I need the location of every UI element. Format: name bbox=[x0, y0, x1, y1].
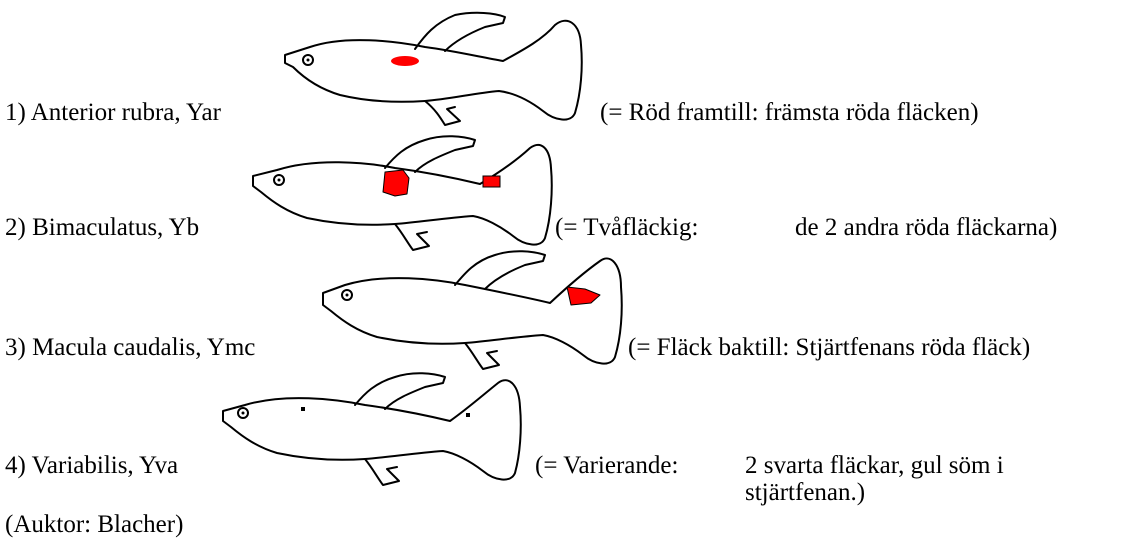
red-spot-body bbox=[383, 170, 409, 196]
black-spot-body bbox=[301, 407, 305, 411]
black-spot-tail bbox=[466, 413, 470, 417]
dorsal-fin bbox=[385, 136, 475, 172]
fish-outline bbox=[323, 259, 622, 364]
fish-anterior-rubra-icon bbox=[275, 5, 595, 135]
red-spot-caudal bbox=[567, 287, 600, 305]
dorsal-fin bbox=[415, 13, 505, 51]
fish-macula-caudalis-icon bbox=[315, 245, 635, 380]
row3-label: 3) Macula caudalis, Ymc bbox=[5, 335, 255, 360]
row2-label: 2) Bimaculatus, Yb bbox=[5, 215, 199, 240]
row1-description: (= Röd framtill: främsta röda fläcken) bbox=[600, 100, 979, 125]
fish-bimaculatus-icon bbox=[245, 128, 565, 258]
fish-outline bbox=[285, 21, 582, 120]
row4-description-prefix: (= Varierande: bbox=[535, 453, 678, 478]
row1-label: 1) Anterior rubra, Yar bbox=[5, 100, 221, 125]
dorsal-fin bbox=[355, 373, 445, 409]
footer-author: (Auktor: Blacher) bbox=[5, 512, 183, 537]
row2-description-prefix: (= Tvåfläckig: bbox=[555, 215, 698, 240]
row4-description-detail-line1: 2 svarta fläckar, gul söm i bbox=[745, 453, 1004, 478]
ventral-fin bbox=[465, 343, 499, 369]
row4-label: 4) Variabilis, Yva bbox=[5, 453, 178, 478]
fish-outline bbox=[223, 380, 521, 479]
dorsal-fin bbox=[455, 251, 545, 289]
row3-description: (= Fläck baktill: Stjärtfenans röda fläc… bbox=[628, 335, 1030, 360]
ventral-fin bbox=[365, 459, 399, 485]
row2-description-detail: de 2 andra röda fläckarna) bbox=[795, 215, 1057, 240]
fish-variabilis-icon bbox=[215, 367, 535, 497]
ventral-fin bbox=[425, 101, 460, 125]
row4-description-detail-line2: stjärtfenan.) bbox=[745, 480, 865, 505]
red-spot-tail-base bbox=[483, 176, 500, 187]
red-spot-anterior bbox=[391, 56, 419, 66]
